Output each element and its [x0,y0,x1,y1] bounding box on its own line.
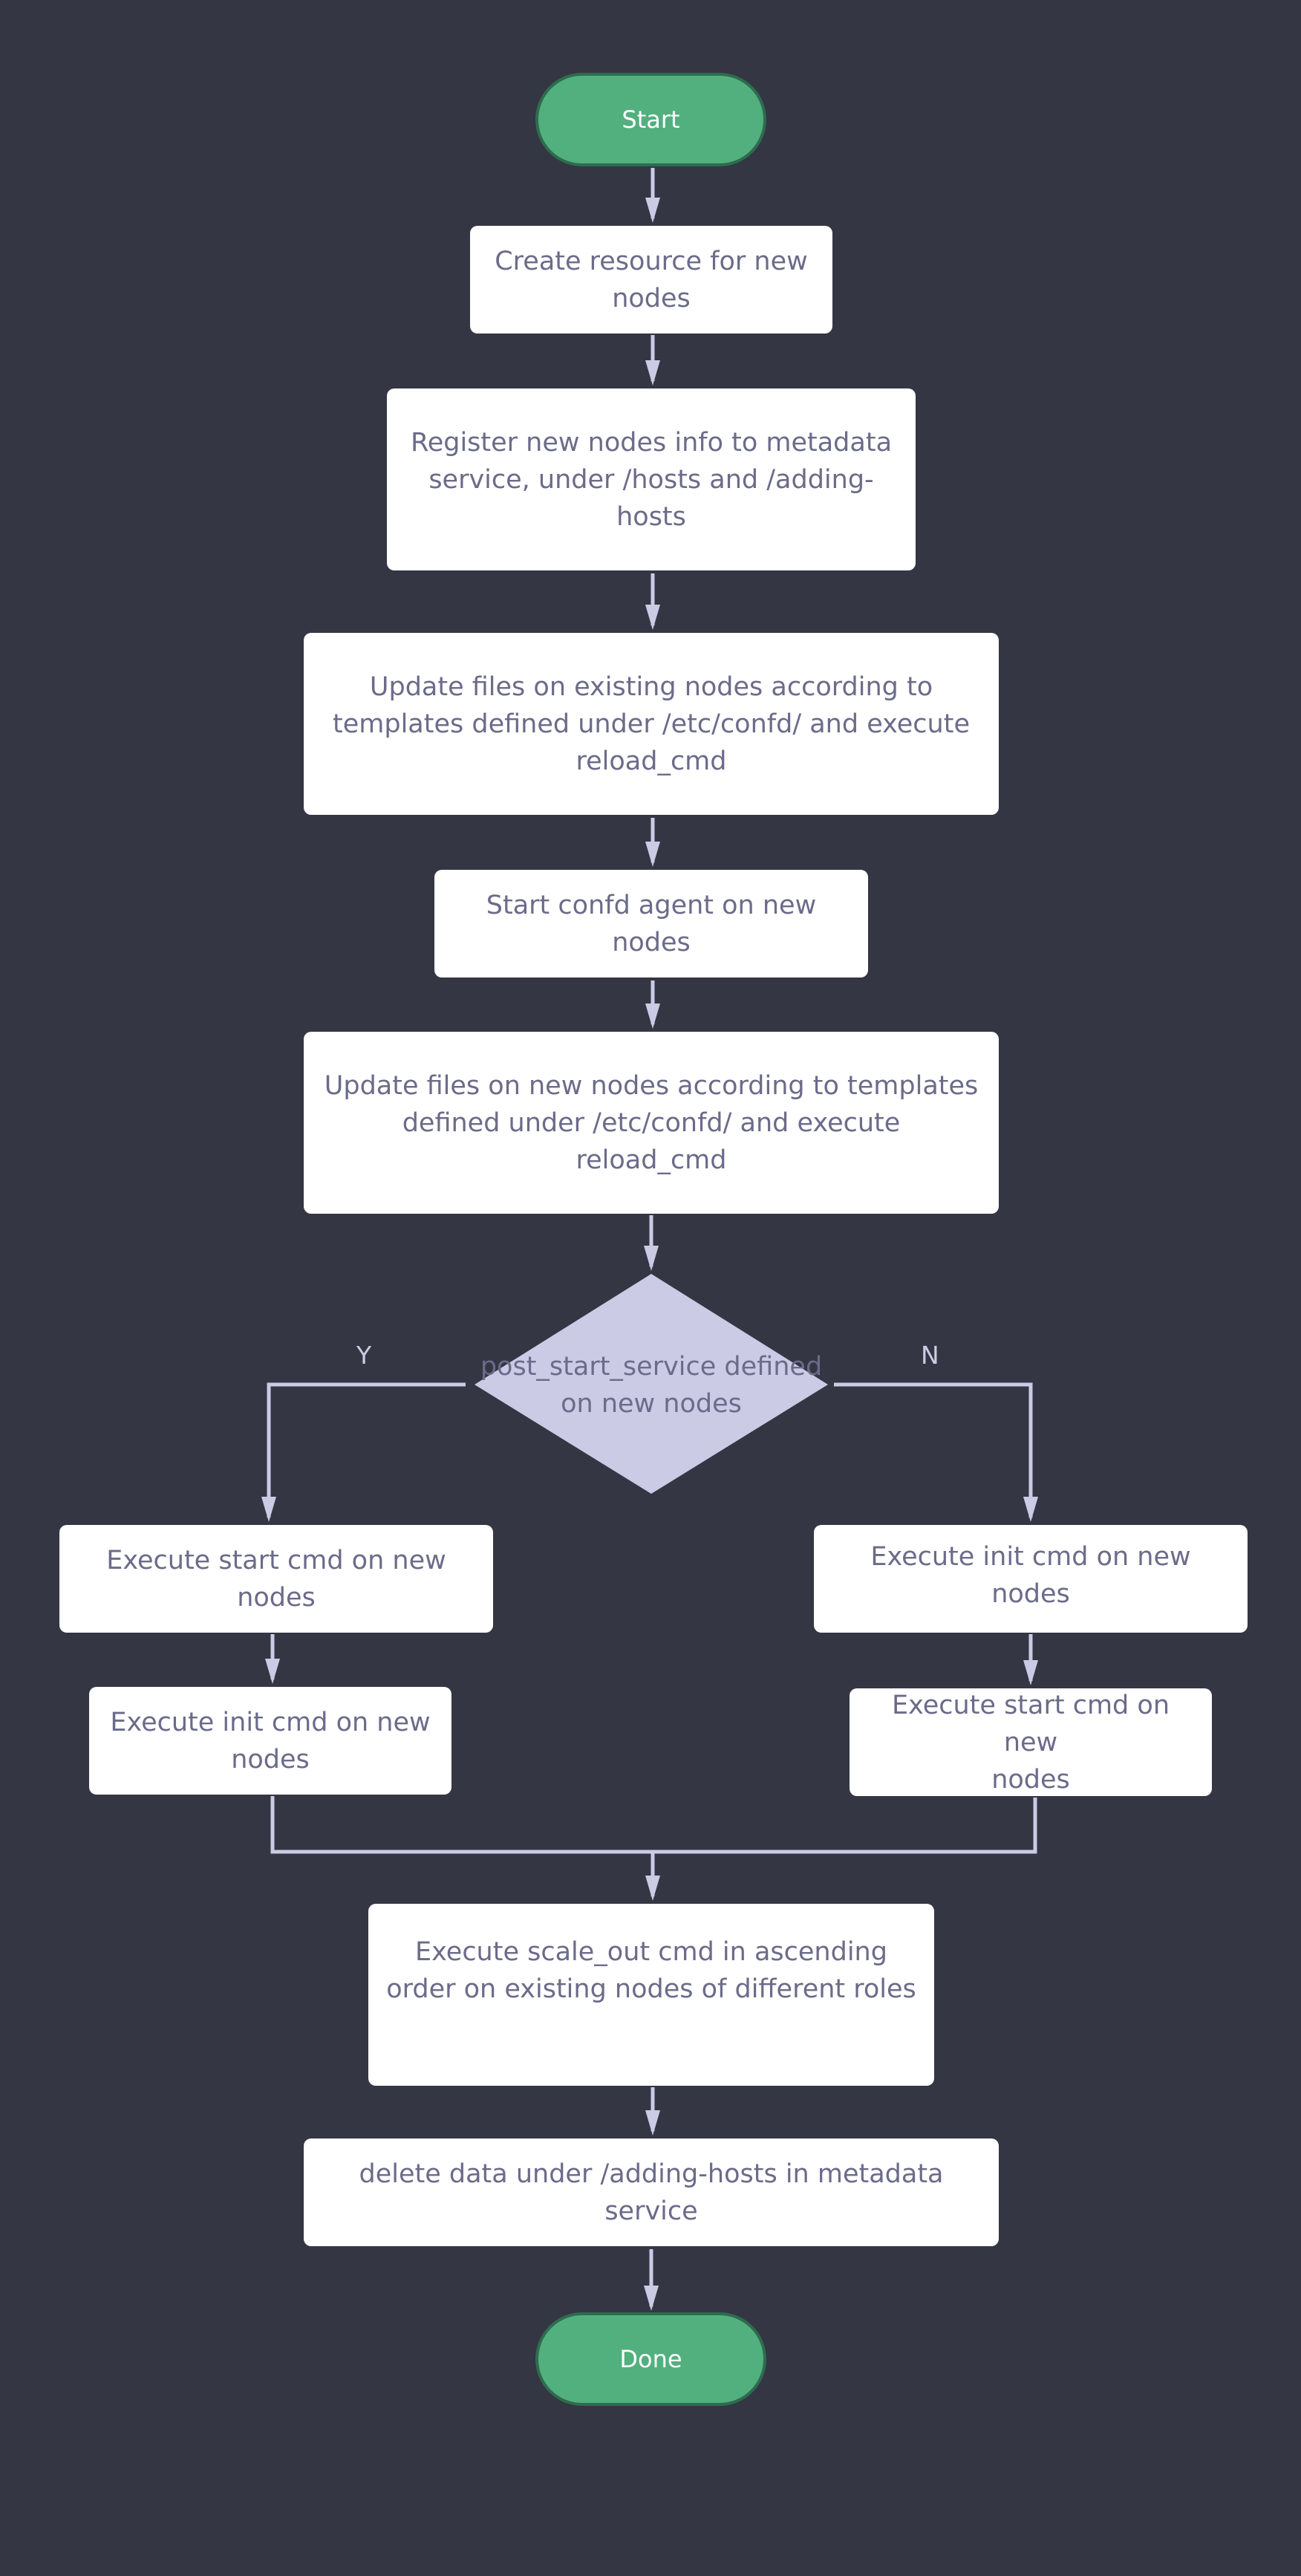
start-confd-box [434,870,868,978]
edge-decision-yes [267,1382,466,1518]
delete-data-text: delete data under /adding-hosts in metad… [359,2159,944,2226]
update-existing-box [304,633,999,815]
update-new-text: Update files on new nodes according to t… [324,1070,979,1175]
no-branch-label: N [921,1341,939,1370]
edge-decision-no [834,1382,1033,1518]
arrowhead [645,198,660,223]
scale-out-text: Execute scale_out cmd in ascending order… [386,1937,916,2004]
delete-data-box [304,2138,999,2246]
update-new-box [304,1032,999,1214]
n-init-cmd-box [814,1525,1248,1633]
y-init-cmd-text: Execute init cmd on new nodes [110,1707,431,1775]
n-start-cmd-box [850,1688,1212,1796]
create-resource-text: Create resource for new nodes [495,246,808,313]
update-existing-text: Update files on existing nodes according… [333,671,970,776]
n-start-cmd-text: Execute start cmd on new nodes [891,1690,1170,1795]
yes-branch-label: Y [356,1341,372,1370]
arrowhead [645,1876,660,1901]
done-label: Done [619,2345,682,2373]
arrowhead [1023,1497,1038,1522]
y-start-cmd-text: Execute start cmd on new nodes [106,1545,446,1613]
arrowheads [261,198,1038,2311]
arrowhead [644,1246,659,1271]
arrowhead [645,605,660,630]
register-nodes-text: Register new nodes info to metadata serv… [410,427,893,532]
edge-y-merge [270,1796,1037,1854]
scale-out-box [368,1904,934,2086]
done-terminal [535,2312,766,2406]
arrowhead [645,2110,660,2136]
arrowhead [261,1497,276,1522]
start-confd-text: Start confd agent on new nodes [486,890,817,957]
arrowhead [265,1659,280,1684]
start-terminal [535,73,766,166]
n-init-cmd-text: Execute init cmd on new nodes [870,1542,1191,1609]
register-nodes-box [387,388,916,570]
arrowhead [645,842,660,867]
y-start-cmd-box [59,1525,493,1633]
y-init-cmd-box [89,1687,451,1795]
arrowhead [1023,1660,1038,1685]
create-resource-box [470,226,832,334]
arrowhead [645,360,660,386]
decision-text: post_start_service defined on new nodes [480,1352,823,1419]
arrowhead [645,1004,660,1029]
decision-diamond [475,1274,828,1494]
arrowhead [644,2286,659,2311]
edges [267,168,1037,2306]
start-label: Start [622,105,680,134]
